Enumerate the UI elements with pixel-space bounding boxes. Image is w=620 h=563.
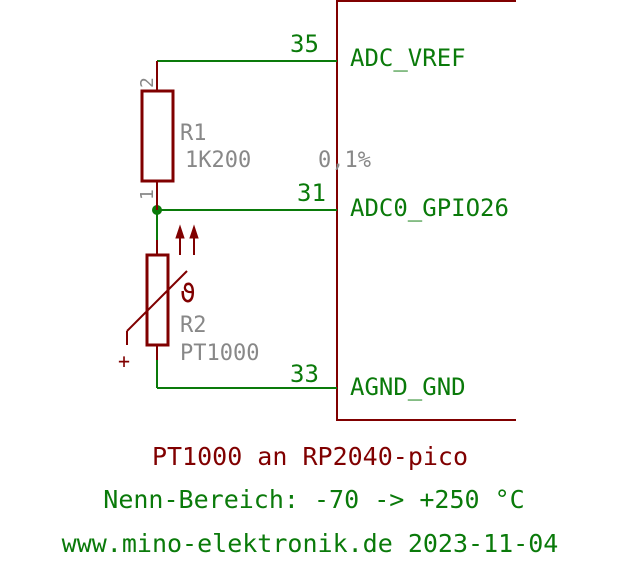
footer-range: Nenn-Bereich: -70 -> +250 °C [103,485,524,514]
pin-number-31: 31 [297,179,326,207]
resistor-r2-pt1000[interactable] [126,224,199,360]
r1-tolerance: 0,1% [318,148,371,173]
heat-arrows-icon [175,224,199,255]
r1-pin-1-label: 1 [137,189,158,200]
resistor-r1[interactable] [140,61,175,210]
r1-value: 1K200 [185,148,251,173]
pin-name-agnd-gnd: AGND_GND [350,373,466,401]
r2-plus-sign: + [118,349,130,373]
r2-name: R2 [180,313,207,338]
r1-body [140,89,175,183]
r1-pin-2-label: 2 [137,77,158,88]
footer-credit: www.mino-elektronik.de 2023-11-04 [62,529,559,558]
pin-number-33: 33 [290,360,319,388]
footer-title: PT1000 an RP2040-pico [152,442,468,471]
r2-tempco-line [126,270,188,332]
r1-name: R1 [180,121,207,146]
pin-number-35: 35 [290,30,319,58]
pin-name-adc0-gpio26: ADC0_GPIO26 [350,194,509,222]
r2-value: PT1000 [180,341,259,366]
theta-symbol: ϑ [180,279,196,309]
pin-name-adc-vref: ADC_VREF [350,44,466,72]
